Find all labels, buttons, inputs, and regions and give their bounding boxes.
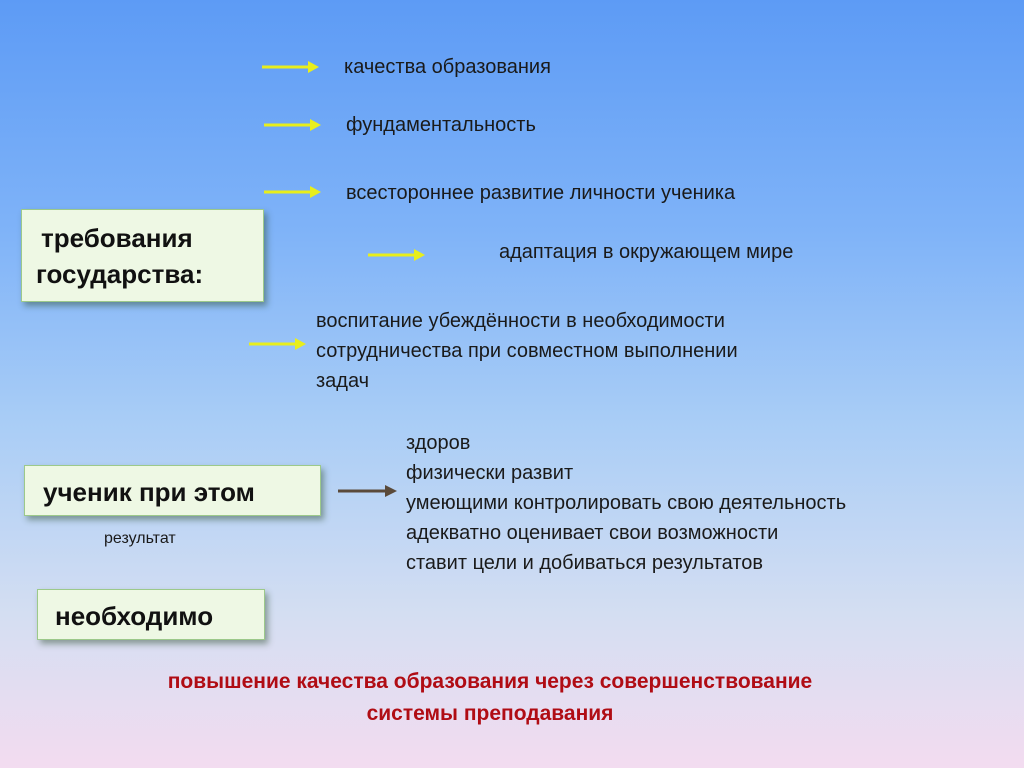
cooperation-line: сотрудничества при совместном выполнении bbox=[316, 340, 738, 362]
requirement-item: качества образования bbox=[344, 56, 551, 78]
list-item: умеющими контролировать свою деятельност… bbox=[406, 492, 847, 514]
list-item: здоров bbox=[406, 432, 471, 454]
requirement-item: адаптация в окружающем мире bbox=[499, 241, 794, 263]
requirement-item: всестороннее развитие личности ученика bbox=[346, 182, 736, 204]
list-item: адекватно оценивает свои возможности bbox=[406, 522, 779, 544]
conclusion-line: системы преподавания bbox=[366, 702, 614, 725]
cooperation-text: воспитание убеждённости в необходимости … bbox=[316, 306, 738, 396]
student-box-label: ученик при этом bbox=[43, 477, 255, 507]
conclusion-line: повышение качества образования через сов… bbox=[167, 670, 813, 693]
requirements-box-line1: требования bbox=[41, 223, 193, 253]
list-item: физически развит bbox=[406, 462, 574, 484]
requirement-item: фундаментальность bbox=[346, 114, 536, 136]
requirements-box-line2: государства: bbox=[36, 259, 204, 289]
conclusion-text: повышение качества образования через сов… bbox=[0, 666, 980, 730]
student-box: ученик при этом bbox=[24, 465, 321, 516]
list-item: ставит цели и добиваться результатов bbox=[406, 552, 764, 574]
arrow-right-icon bbox=[249, 338, 306, 350]
student-traits-list: здоров физически развит умеющими контрол… bbox=[406, 428, 846, 578]
cooperation-line: воспитание убеждённости в необходимости bbox=[316, 310, 725, 332]
requirements-box: требования государства: bbox=[21, 209, 264, 302]
cooperation-line: задач bbox=[316, 370, 370, 392]
arrow-right-icon bbox=[338, 485, 397, 497]
necessary-box-label: необходимо bbox=[55, 601, 214, 631]
arrow-right-icon bbox=[264, 119, 321, 131]
arrow-right-icon bbox=[262, 61, 319, 73]
result-label: результат bbox=[104, 530, 176, 547]
necessary-box: необходимо bbox=[37, 589, 265, 640]
arrow-right-icon bbox=[264, 186, 321, 198]
arrow-right-icon bbox=[368, 249, 425, 261]
